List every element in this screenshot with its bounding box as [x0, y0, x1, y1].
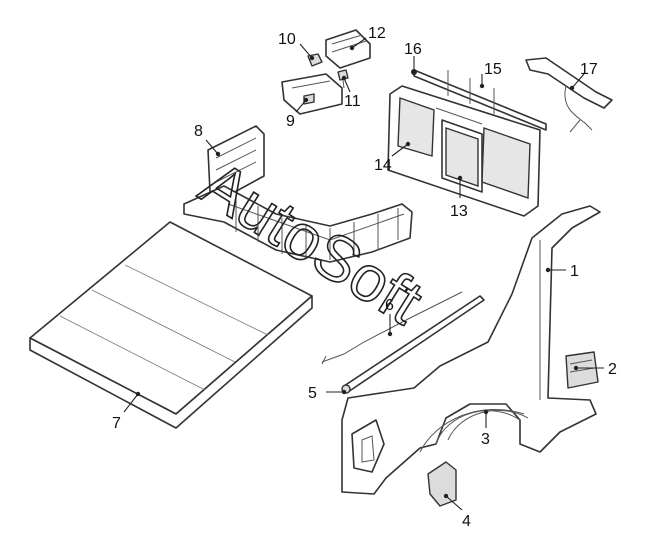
callout-label-14: 14 — [374, 157, 392, 174]
callout-label-2: 2 — [608, 361, 617, 378]
callout-5: 5 — [308, 385, 347, 402]
callout-11: 11 — [341, 75, 361, 110]
part-13-sliding-glass — [441, 119, 483, 193]
callout-label-17: 17 — [580, 61, 598, 78]
callout-13: 13 — [450, 175, 468, 220]
callout-label-5: 5 — [308, 385, 317, 402]
callout-6: 6 — [385, 297, 394, 337]
callout-14: 14 — [374, 141, 411, 174]
callout-9: 9 — [286, 97, 309, 130]
part-9-lamp-housing — [281, 73, 343, 115]
callout-2: 2 — [573, 361, 617, 378]
part-5-molding — [341, 295, 485, 394]
callout-1: 1 — [545, 263, 579, 280]
callout-8: 8 — [194, 123, 221, 157]
part-12-lamp — [325, 29, 371, 69]
part-7-bed-cover — [29, 221, 313, 429]
callout-label-1: 1 — [570, 263, 579, 280]
callout-16: 16 — [404, 41, 422, 75]
part-4-mud-flap — [427, 461, 457, 507]
callout-7: 7 — [112, 391, 141, 432]
callout-label-11: 11 — [344, 93, 361, 110]
part-8-bed-extender — [183, 125, 413, 263]
part-3-wheel-arch — [435, 410, 521, 445]
callout-label-16: 16 — [404, 41, 422, 58]
callout-label-3: 3 — [481, 431, 490, 448]
callout-label-13: 13 — [450, 203, 468, 220]
callout-label-8: 8 — [194, 123, 203, 140]
part-17-bracket — [525, 57, 613, 133]
callout-label-4: 4 — [462, 513, 471, 530]
callout-label-15: 15 — [484, 61, 502, 78]
callout-12: 12 — [349, 25, 386, 51]
callout-10: 10 — [278, 31, 315, 61]
callout-17: 17 — [569, 61, 598, 91]
callout-15: 15 — [479, 61, 502, 89]
part-1-side-panel — [341, 205, 601, 495]
callout-3: 3 — [481, 409, 490, 448]
callout-label-12: 12 — [368, 25, 386, 42]
part-2-bracket — [565, 351, 599, 389]
part-6-rail — [321, 291, 463, 365]
callout-label-6: 6 — [385, 297, 394, 314]
callout-label-7: 7 — [112, 415, 121, 432]
callout-4: 4 — [443, 493, 471, 530]
callout-label-10: 10 — [278, 31, 296, 48]
callout-label-9: 9 — [286, 113, 295, 130]
